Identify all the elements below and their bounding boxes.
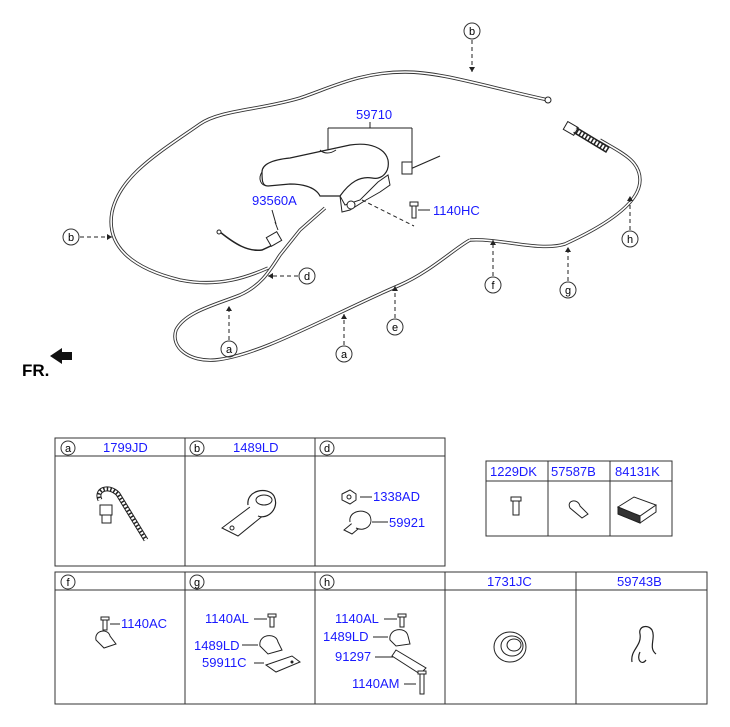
callout-f: f [484, 240, 502, 294]
cell-h-part-2: 1489LD [323, 629, 369, 644]
grommet-icon [493, 631, 527, 663]
bolt-clamp-f-icon [95, 616, 120, 649]
leader-93560A [271, 209, 277, 225]
cell-grommet-part: 1731JC [487, 574, 532, 589]
cell-h-part-4: 1140AM [352, 676, 399, 691]
cell-a-letter: a [65, 443, 72, 455]
leader-59710 [327, 122, 413, 168]
cell-f-letter: f [66, 577, 70, 589]
bolt-1140HC [361, 199, 430, 227]
cell-a-part: 1799JD [103, 440, 148, 455]
part-label-switch: 93560A [252, 193, 297, 208]
cell-d-part-2: 59921 [389, 515, 425, 530]
small-header-1: 1229DK [490, 464, 537, 479]
parking-lever [259, 143, 391, 213]
small-header-3: 84131K [615, 464, 660, 479]
parts-table-top: a 1799JD b 1489LD d 1338AD [54, 437, 446, 567]
brake-switch [216, 221, 283, 252]
cell-g-letter: g [194, 577, 200, 589]
cable-b [109, 70, 552, 285]
svg-text:a: a [341, 349, 348, 361]
callout-b-left: b [62, 228, 112, 246]
svg-text:d: d [304, 271, 310, 283]
cell-g-part-1: 1140AL [205, 611, 249, 626]
parts-table-small: 1229DK 57587B 84131K [485, 460, 673, 537]
bolt-clamp-bracket-g-icon [242, 613, 301, 673]
part-label-bolt: 1140HC [433, 203, 480, 218]
callout-g: g [559, 247, 577, 299]
svg-text:b: b [469, 26, 475, 38]
callout-e: e [386, 286, 404, 336]
callout-h: h [621, 196, 639, 248]
cell-g-part-2: 1489LD [194, 638, 240, 653]
cable-tie-icon [96, 486, 149, 542]
cell-h-part-3: 91297 [335, 649, 371, 664]
front-arrow: FR. [22, 348, 72, 380]
callout-a-left: a [220, 306, 238, 358]
cell-d-letter: d [324, 443, 330, 455]
pipe-clamp-icon [221, 489, 277, 537]
callout-b-top: b [463, 22, 481, 72]
small-header-2: 57587B [551, 464, 596, 479]
front-label: FR. [22, 361, 49, 380]
cell-d-part-1: 1338AD [373, 489, 420, 504]
cell-b-letter: b [194, 443, 200, 455]
cable-a-e [173, 206, 471, 362]
cell-b-part: 1489LD [233, 440, 279, 455]
svg-text:e: e [392, 322, 398, 334]
bolt-clamp-bracket-h-icon [373, 613, 427, 695]
callout-a-mid: a [335, 314, 353, 363]
nut-and-clamp-icons [341, 489, 388, 535]
cell-h-letter: h [324, 577, 330, 589]
svg-text:a: a [226, 344, 233, 356]
small-clip-icon [568, 500, 589, 519]
cell-h-part-1: 1140AL [335, 611, 379, 626]
cell-g-part-3: 59911C [202, 655, 247, 670]
main-assembly: 59710 93560A 1140HC b [22, 22, 642, 380]
lever-bolt-right [401, 155, 441, 175]
wire-clip-icon [631, 625, 657, 664]
pad-icon [616, 496, 658, 524]
svg-text:f: f [491, 280, 495, 292]
screw-icon [510, 496, 522, 516]
svg-text:b: b [68, 232, 74, 244]
cell-clip-part: 59743B [617, 574, 662, 589]
part-label-lever: 59710 [356, 107, 392, 122]
svg-text:h: h [627, 234, 633, 246]
parts-table-bottom: f 1140AC g 1140AL 1489LD 59911C h 1140AL… [54, 571, 708, 705]
cable-f-h [469, 120, 642, 249]
callout-d: d [268, 267, 316, 285]
cell-f-part-1: 1140AC [121, 616, 167, 631]
svg-text:g: g [565, 285, 571, 297]
